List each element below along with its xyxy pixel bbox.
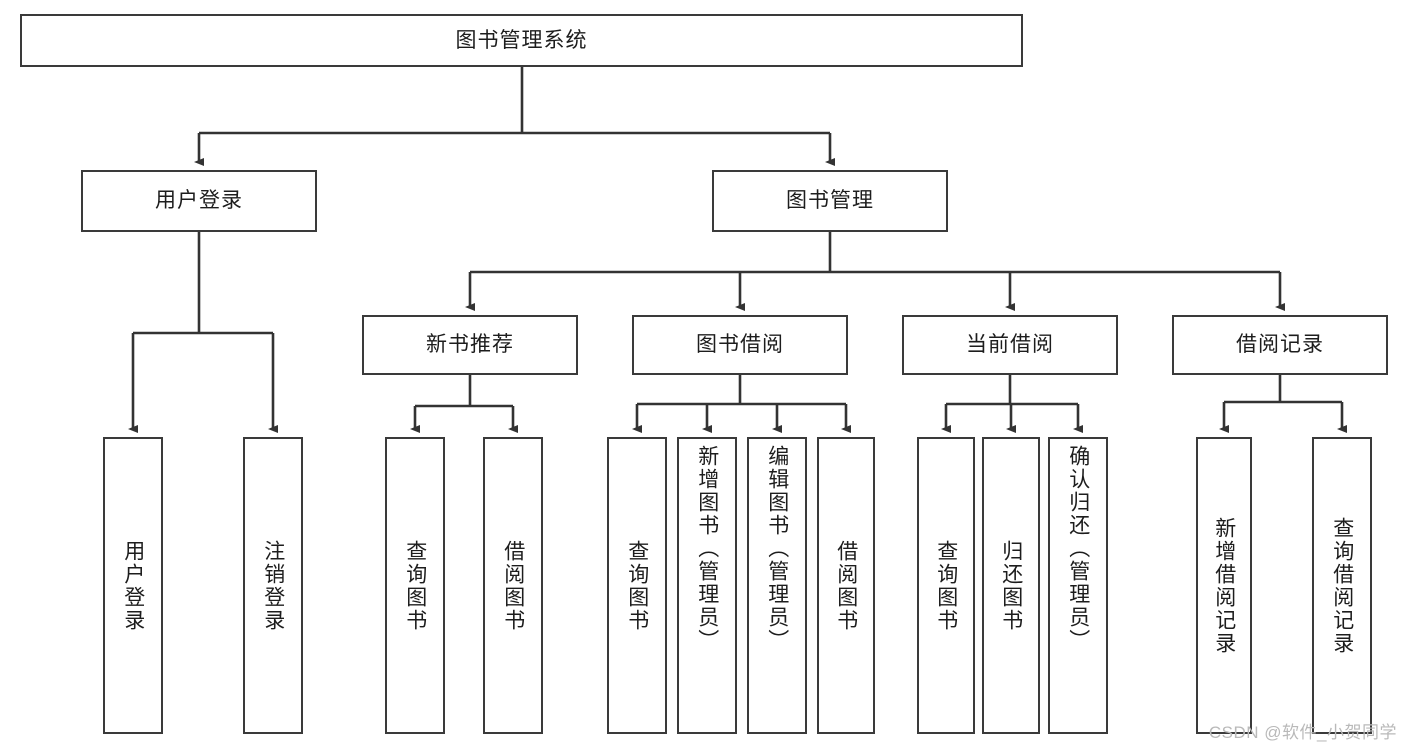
leaf-current-borrow-confirm-return[interactable]: 确认归还（管理员） <box>1048 437 1108 734</box>
leaf-book-borrow-borrow[interactable]: 借阅图书 <box>817 437 875 734</box>
leaf-new-book-query[interactable]: 查询图书 <box>385 437 445 734</box>
node-label: 编辑图书（管理员） <box>765 445 789 652</box>
node-label: 用户登录 <box>121 539 145 632</box>
node-new-book-recommend[interactable]: 新书推荐 <box>362 315 578 375</box>
node-label: 确认归还（管理员） <box>1066 445 1090 652</box>
node-label: 用户登录 <box>155 189 243 213</box>
leaf-book-borrow-query[interactable]: 查询图书 <box>607 437 667 734</box>
node-label: 借阅图书 <box>501 539 525 632</box>
csdn-watermark: CSDN @软件_小贺同学 <box>1208 723 1397 742</box>
node-label: 注销登录 <box>261 539 285 632</box>
node-label: 借阅图书 <box>834 539 858 632</box>
node-borrow-record[interactable]: 借阅记录 <box>1172 315 1388 375</box>
node-label: 当前借阅 <box>966 333 1054 357</box>
leaf-user-login-logout[interactable]: 注销登录 <box>243 437 303 734</box>
node-label: 图书管理系统 <box>455 28 588 52</box>
node-label: 新书推荐 <box>426 333 514 357</box>
leaf-user-login-login[interactable]: 用户登录 <box>103 437 163 734</box>
node-label: 新增借阅记录 <box>1212 516 1236 655</box>
leaf-borrow-record-add[interactable]: 新增借阅记录 <box>1196 437 1252 734</box>
node-user-login[interactable]: 用户登录 <box>81 170 317 232</box>
node-book-borrow[interactable]: 图书借阅 <box>632 315 848 375</box>
node-label: 查询图书 <box>403 539 427 632</box>
node-label: 图书管理 <box>786 189 874 213</box>
leaf-current-borrow-return[interactable]: 归还图书 <box>982 437 1040 734</box>
node-label: 查询借阅记录 <box>1330 516 1354 655</box>
node-root-system[interactable]: 图书管理系统 <box>20 14 1023 67</box>
node-label: 借阅记录 <box>1236 333 1324 357</box>
node-label: 图书借阅 <box>696 333 784 357</box>
node-label: 查询图书 <box>625 539 649 632</box>
node-label: 查询图书 <box>934 539 958 632</box>
leaf-new-book-borrow[interactable]: 借阅图书 <box>483 437 543 734</box>
node-label: 新增图书（管理员） <box>695 445 719 652</box>
leaf-book-borrow-add[interactable]: 新增图书（管理员） <box>677 437 737 734</box>
leaf-borrow-record-query[interactable]: 查询借阅记录 <box>1312 437 1372 734</box>
node-current-borrow[interactable]: 当前借阅 <box>902 315 1118 375</box>
leaf-book-borrow-edit[interactable]: 编辑图书（管理员） <box>747 437 807 734</box>
leaf-current-borrow-query[interactable]: 查询图书 <box>917 437 975 734</box>
node-book-management[interactable]: 图书管理 <box>712 170 948 232</box>
node-label: 归还图书 <box>999 539 1023 632</box>
